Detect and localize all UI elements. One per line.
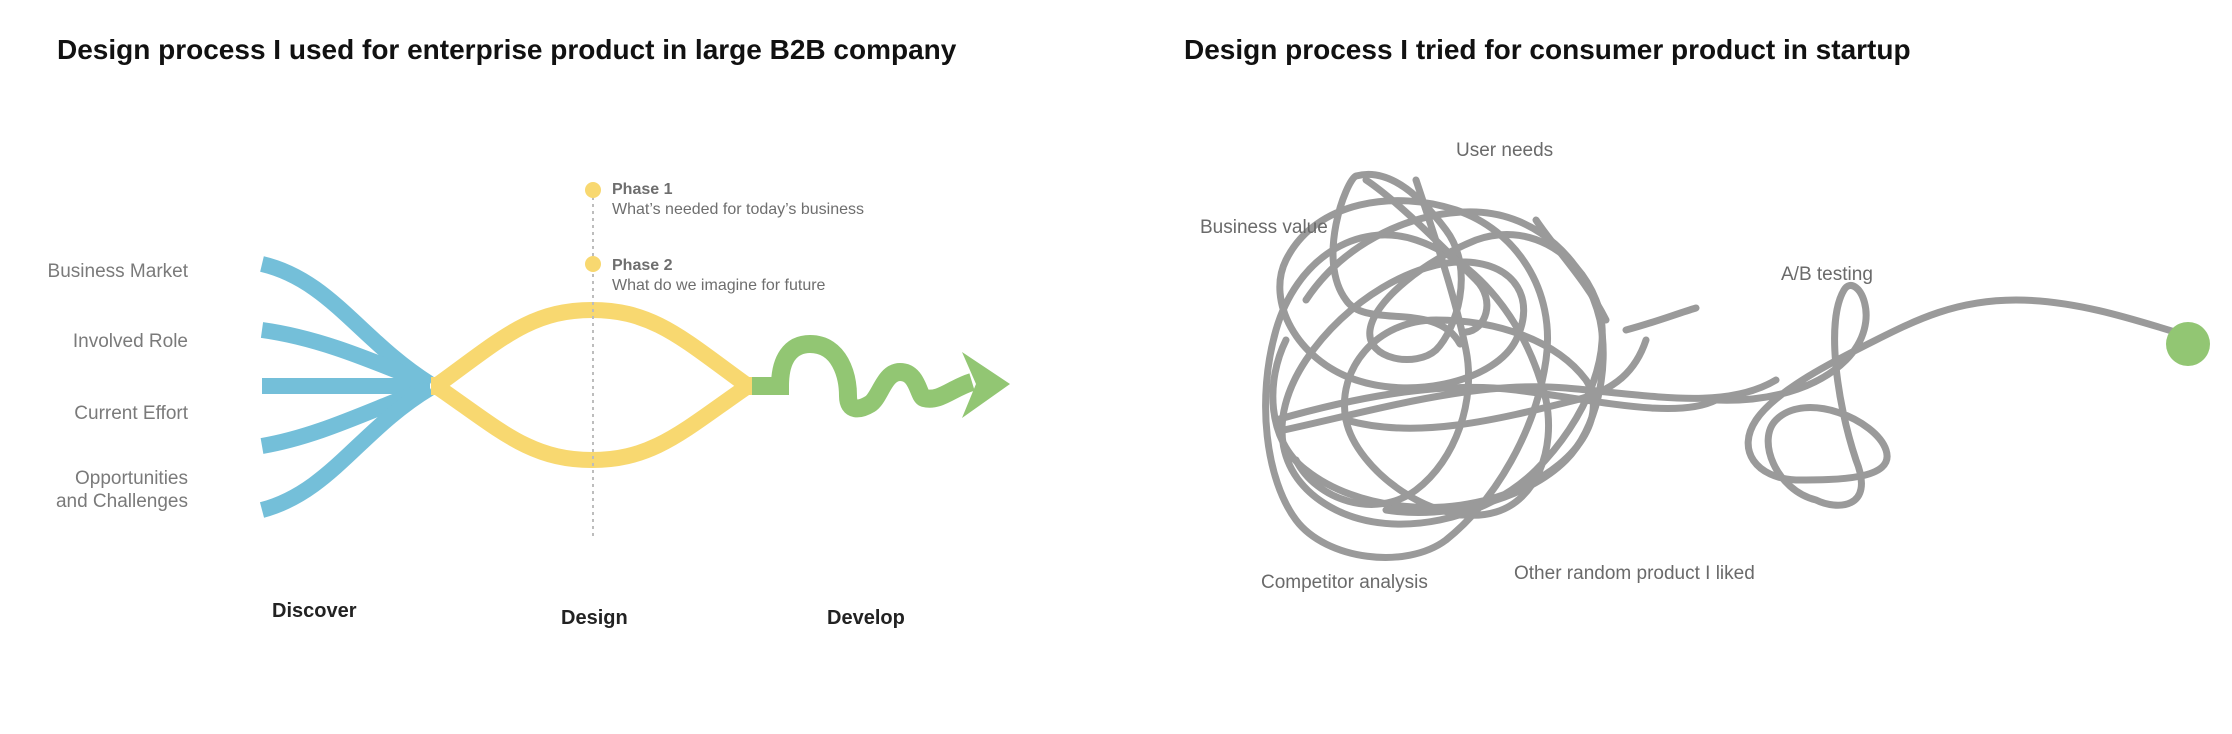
startup-process-scribble [1262,171,2210,561]
funnel-branch-opportunities-lower [259,381,435,518]
input-label-business-market: Business Market [47,261,188,282]
enterprise-process-title: Design process I used for enterprise pro… [57,34,957,65]
input-label-current-effort: Current Effort [74,403,188,424]
phase-2-name: Phase 2 [612,257,673,274]
funnel-branch-involved-role [260,322,433,392]
label-business-value: Business value [1200,217,1328,238]
startup-process-title: Design process I tried for consumer prod… [1184,34,1911,65]
input-label-involved-role: Involved Role [72,331,188,352]
label-user-needs: User needs [1456,140,1554,161]
phase-2-dot [585,256,601,272]
phase-1-name: Phase 1 [612,181,673,198]
enterprise-process-panel: Design process I used for enterprise pro… [47,34,1010,629]
phase-1-dot [585,182,601,198]
end-goal-dot [2166,322,2210,366]
label-ab-testing: A/B testing [1781,264,1873,285]
tangled-process-line [1262,171,2192,561]
label-other-random-product: Other random product I liked [1514,563,1755,584]
input-label-and-challenges: and Challenges [55,491,188,512]
phase-2-annotation: Phase 2 What do we imagine for future [612,256,825,296]
label-competitor-analysis: Competitor analysis [1261,572,1428,593]
discover-funnel [259,256,435,518]
stage-label-discover: Discover [272,600,357,622]
design-lower-curve [431,379,753,469]
phase-1-annotation: Phase 1 What’s needed for today’s busine… [612,180,864,220]
enterprise-process-diagram [259,182,1010,540]
input-label-opportunities: Opportunities [74,468,188,489]
phase-2-description: What do we imagine for future [612,277,826,294]
develop-arrow-head [962,352,1010,418]
phase-1-description: What’s needed for today’s business [612,201,865,218]
stage-label-design: Design [561,607,628,629]
startup-process-panel: Design process I tried for consumer prod… [1116,0,2232,734]
stage-label-develop: Develop [827,607,905,629]
develop-squiggle [752,334,975,418]
